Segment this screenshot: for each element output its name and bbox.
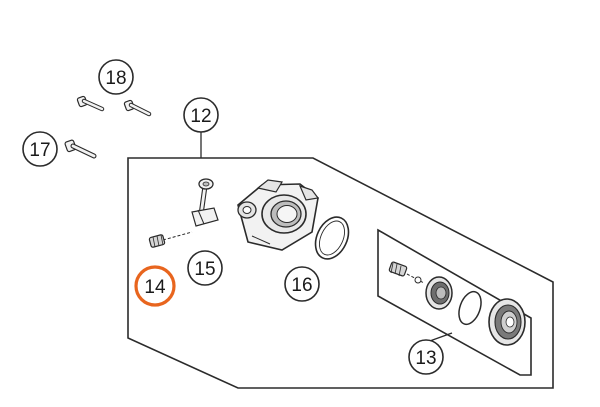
bleeder-lever-15 [191,178,219,227]
callout-18[interactable]: 18 [98,59,134,95]
kit-13-seal [488,298,526,346]
kit-13-small-ring [414,276,422,284]
callout-15[interactable]: 15 [187,250,223,286]
kit-13-spring [388,261,425,284]
callout-15-label: 15 [194,259,215,280]
o-ring-16-inner [319,220,345,256]
callout-17-label: 17 [29,140,50,161]
callout-14-highlighted[interactable]: 14 [134,265,176,307]
kit-13-piston [425,276,453,310]
callout-13[interactable]: 13 [408,339,444,375]
callout-18-label: 18 [105,68,126,89]
callout-14-label: 14 [144,277,166,298]
screw-17 [64,139,97,159]
callout-16-label: 16 [291,275,312,296]
kit-13-o-ring [458,290,482,326]
cylinder-housing [237,179,320,251]
screw-18-a [76,95,105,112]
callout-12[interactable]: 12 [183,97,219,133]
screw-18-b [123,99,152,117]
assembly-12-outline [127,157,554,389]
callout-16[interactable]: 16 [284,266,320,302]
callout-13-label: 13 [415,348,436,369]
o-ring-16 [314,216,350,260]
callout-12-label: 12 [190,106,211,127]
callout-17[interactable]: 17 [22,131,58,167]
bleed-screw-14 [148,231,193,248]
